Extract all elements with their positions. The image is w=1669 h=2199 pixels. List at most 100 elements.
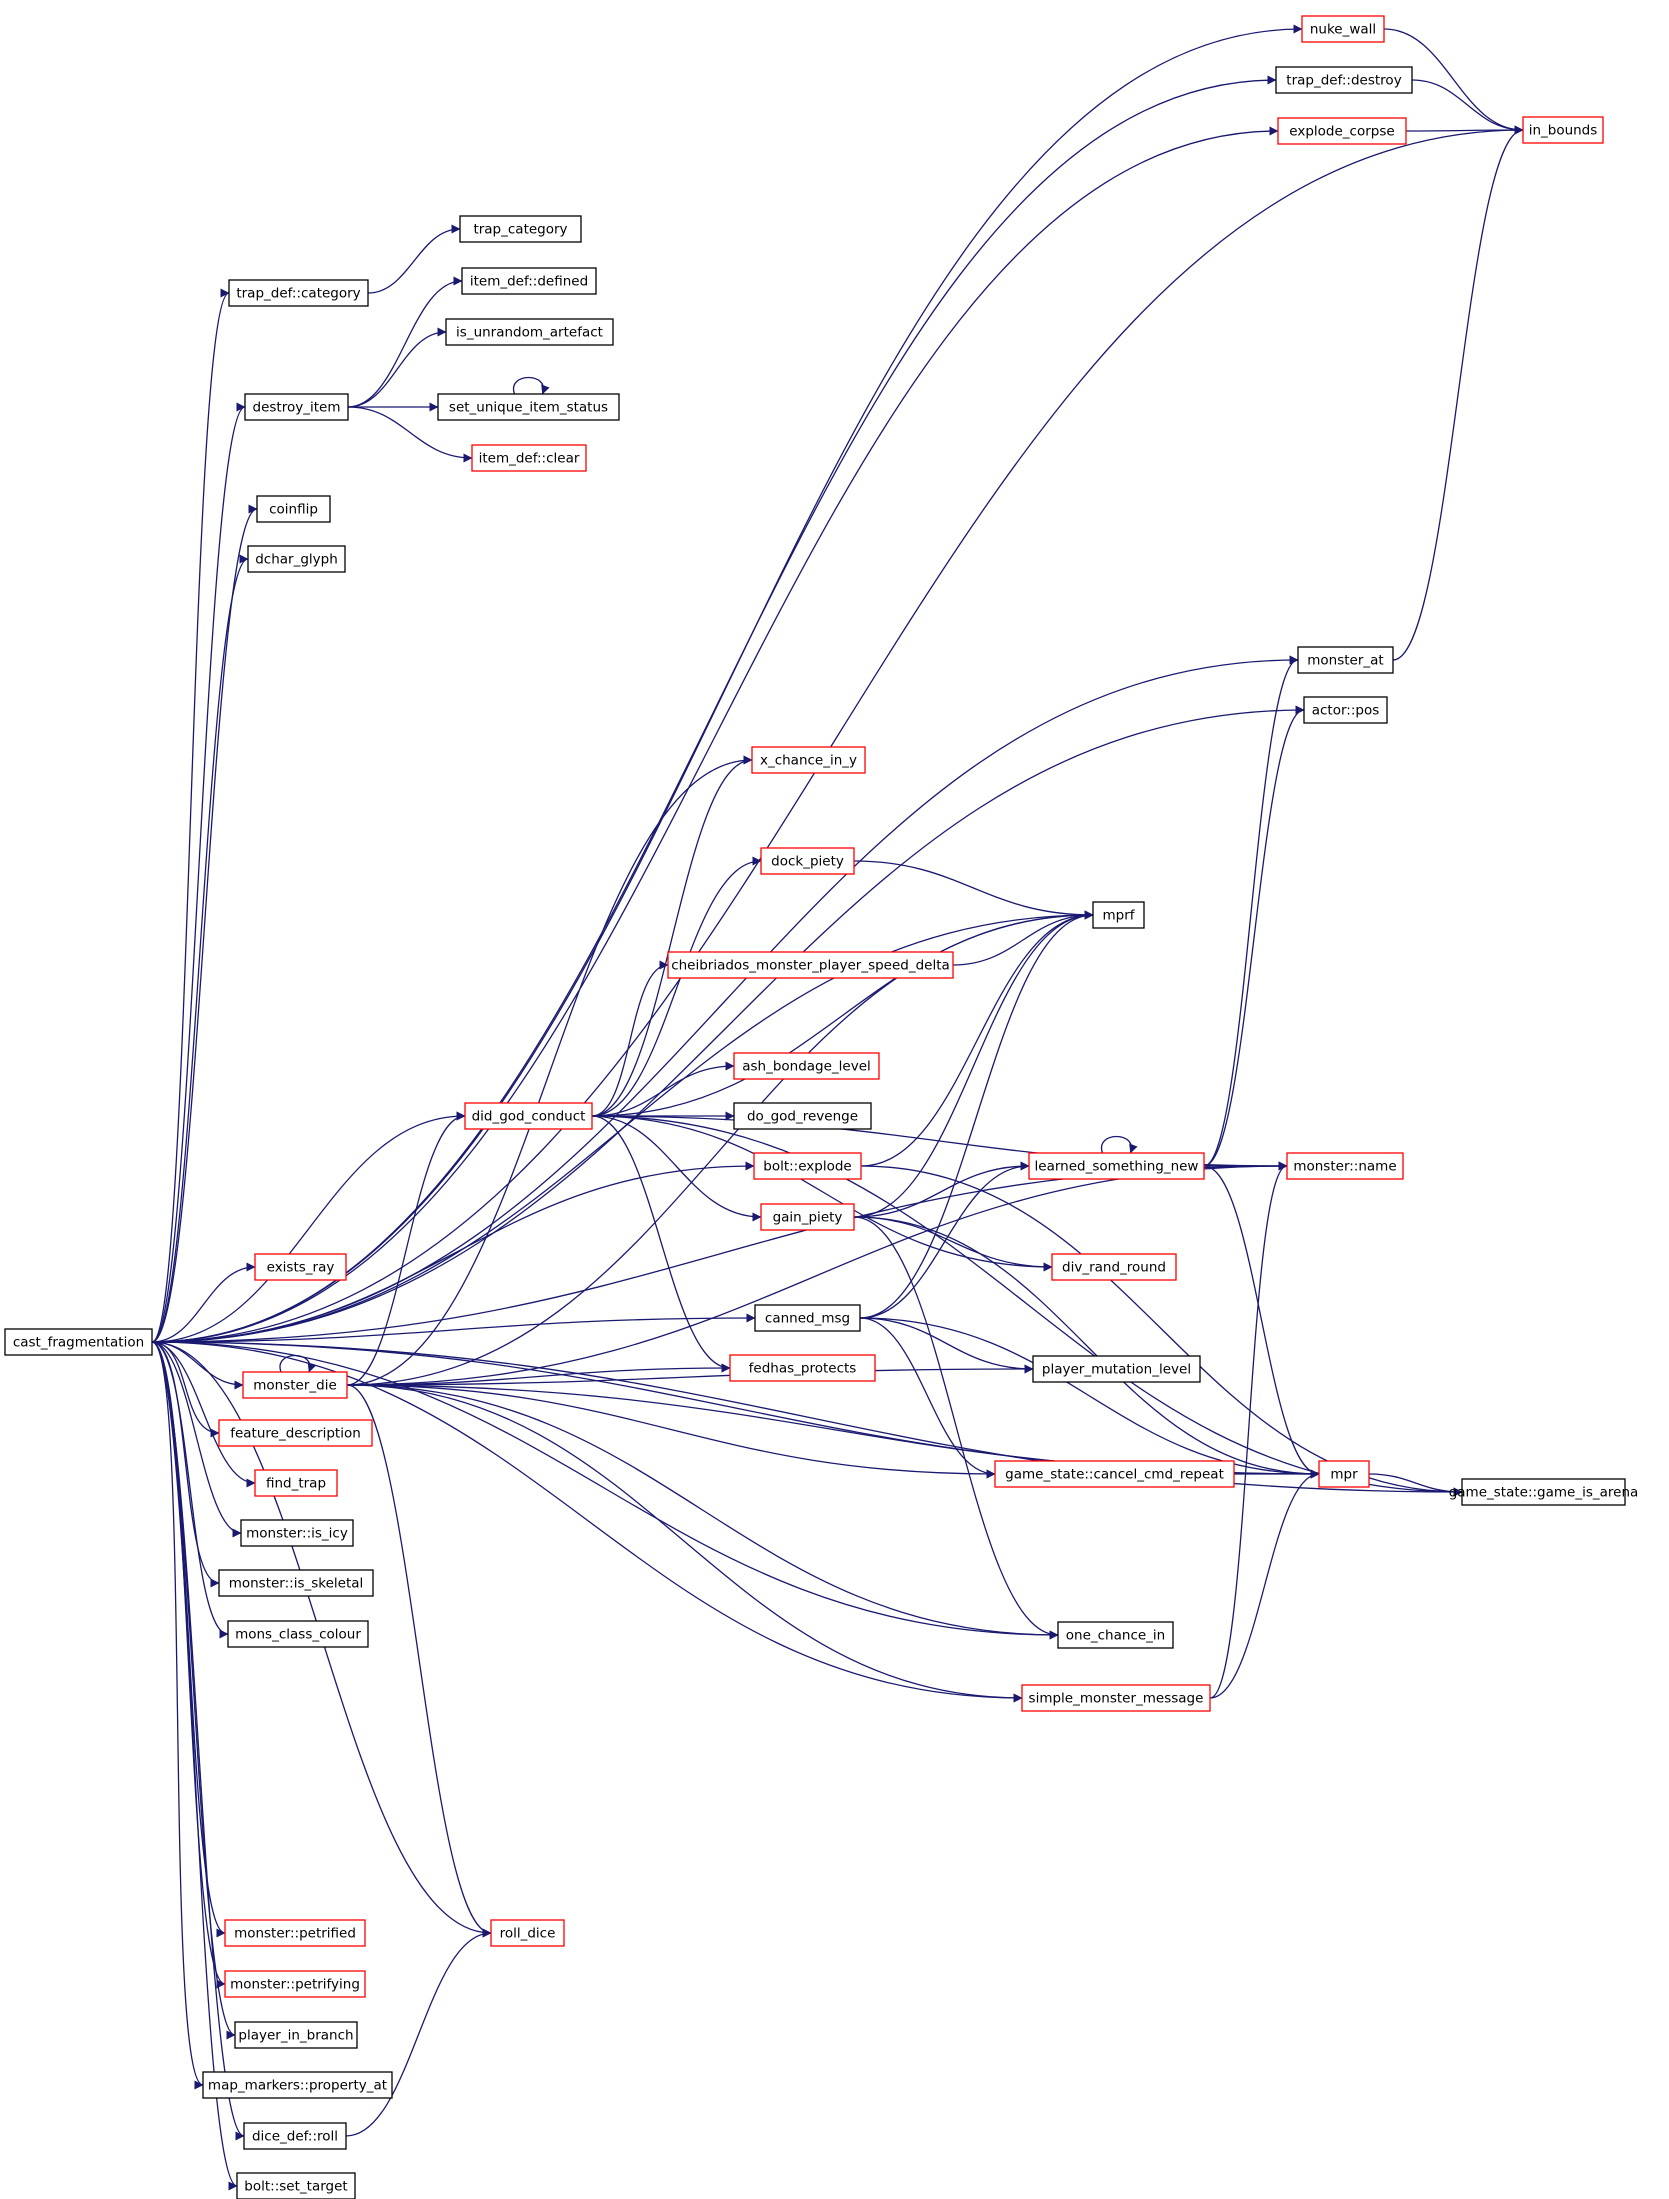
node-bolt-set-target[interactable]: bolt::set_target xyxy=(236,2172,356,2199)
node-game-is-arena[interactable]: game_state::game_is_arena xyxy=(1449,1478,1639,1506)
node-mons-class-colour[interactable]: mons_class_colour xyxy=(227,1620,369,1648)
node-box xyxy=(1318,1460,1370,1488)
node-did-god-conduct[interactable]: did_god_conduct xyxy=(464,1102,593,1130)
node-label: game_state::cancel_cmd_repeat xyxy=(1005,1467,1224,1483)
node-box xyxy=(254,1253,347,1281)
node-bolt-explode[interactable]: bolt::explode xyxy=(753,1152,862,1180)
edge-cast_fragmentation-to-monster_is_icy xyxy=(151,1341,242,1538)
node-monster-is-icy[interactable]: monster::is_icy xyxy=(240,1519,354,1547)
node-player-mutation-level[interactable]: player_mutation_level xyxy=(1032,1355,1201,1383)
node-label: game_state::game_is_arena xyxy=(1449,1485,1639,1501)
node-x-chance-in-y[interactable]: x_chance_in_y xyxy=(751,746,866,774)
edge-did_god_conduct-to-game_is_arena xyxy=(591,1115,1463,1497)
edge-learned_something_new-to-learned_something_new xyxy=(1100,1135,1138,1154)
node-label: monster::petrified xyxy=(234,1926,356,1942)
node-label: monster_die xyxy=(253,1378,337,1394)
node-gain-piety[interactable]: gain_piety xyxy=(760,1203,855,1231)
node-box xyxy=(437,393,620,421)
node-dice-def-roll[interactable]: dice_def::roll xyxy=(243,2122,347,2150)
node-mpr[interactable]: mpr xyxy=(1318,1460,1370,1488)
edge-monster_at-to-in_bounds xyxy=(1392,125,1524,661)
node-exists-ray[interactable]: exists_ray xyxy=(254,1253,347,1281)
node-label: exists_ray xyxy=(267,1260,335,1276)
node-trap-destroy[interactable]: trap_def::destroy xyxy=(1275,66,1413,94)
node-monster-at[interactable]: monster_at xyxy=(1297,646,1394,674)
node-box xyxy=(224,1919,366,1947)
node-box xyxy=(234,2021,358,2049)
node-box xyxy=(256,495,331,523)
node-item-def-clear[interactable]: item_def::clear xyxy=(471,444,587,472)
node-label: destroy_item xyxy=(253,400,341,416)
node-dchar-glyph[interactable]: dchar_glyph xyxy=(247,545,346,573)
node-nuke-wall[interactable]: nuke_wall xyxy=(1301,15,1385,43)
node-monster-die[interactable]: monster_die xyxy=(242,1371,348,1399)
node-box xyxy=(1301,15,1385,43)
node-fedhas-protects[interactable]: fedhas_protects xyxy=(729,1354,876,1382)
node-one-chance-in[interactable]: one_chance_in xyxy=(1057,1621,1174,1649)
node-label: item_def::defined xyxy=(470,274,588,290)
node-box xyxy=(1275,66,1413,94)
node-mprf[interactable]: mprf xyxy=(1092,901,1145,929)
node-label: x_chance_in_y xyxy=(760,753,857,769)
edge-trap_destroy-to-in_bounds xyxy=(1411,79,1524,135)
node-label: player_mutation_level xyxy=(1042,1362,1191,1378)
node-in-bounds[interactable]: in_bounds xyxy=(1522,116,1604,144)
node-explode-corpse[interactable]: explode_corpse xyxy=(1277,117,1407,145)
edge-did_god_conduct-to-fedhas_protects xyxy=(591,1115,731,1373)
node-label: one_chance_in xyxy=(1066,1628,1165,1644)
edge-cast_fragmentation-to-find_trap xyxy=(151,1341,256,1488)
edge-monster_die-to-roll_dice xyxy=(346,1384,492,1938)
node-label: dock_piety xyxy=(771,854,844,870)
node-player-in-branch[interactable]: player_in_branch xyxy=(234,2021,358,2049)
node-box xyxy=(247,545,346,573)
node-cast-fragmentation[interactable]: cast_fragmentation xyxy=(4,1328,153,1356)
node-label: player_in_branch xyxy=(238,2028,353,2044)
node-div-rand-round[interactable]: div_rand_round xyxy=(1051,1253,1177,1281)
node-cancel-cmd-repeat[interactable]: game_state::cancel_cmd_repeat xyxy=(994,1460,1235,1488)
node-monster-petrifying[interactable]: monster::petrifying xyxy=(224,1970,366,1998)
node-monster-name[interactable]: monster::name xyxy=(1286,1152,1404,1180)
node-label: learned_something_new xyxy=(1035,1159,1199,1175)
node-property-at[interactable]: map_markers::property_at xyxy=(202,2071,393,2099)
node-box xyxy=(445,318,614,346)
edge-canned_msg-to-learned_something_new xyxy=(859,1161,1030,1319)
node-label: simple_monster_message xyxy=(1029,1691,1204,1707)
node-destroy-item[interactable]: destroy_item xyxy=(244,393,349,421)
node-trap-category[interactable]: trap_category xyxy=(459,215,582,243)
edge-learned_something_new-to-monster_at xyxy=(1203,655,1299,1167)
node-label: trap_category xyxy=(473,222,567,238)
node-box xyxy=(228,279,369,307)
node-is-unrandom-artefact[interactable]: is_unrandom_artefact xyxy=(445,318,614,346)
node-feature-description[interactable]: feature_description xyxy=(218,1419,373,1447)
node-actor-pos[interactable]: actor::pos xyxy=(1303,696,1388,724)
node-label: monster_at xyxy=(1307,653,1383,669)
edge-cast_fragmentation-to-bolt_explode xyxy=(151,1161,755,1343)
node-dock-piety[interactable]: dock_piety xyxy=(760,847,855,875)
node-coinflip[interactable]: coinflip xyxy=(256,495,331,523)
node-label: div_rand_round xyxy=(1062,1260,1166,1276)
node-trap-def-category[interactable]: trap_def::category xyxy=(228,279,369,307)
node-label: cast_fragmentation xyxy=(13,1335,144,1351)
node-cheibriados[interactable]: cheibriados_monster_player_speed_delta xyxy=(667,951,954,979)
node-roll-dice[interactable]: roll_dice xyxy=(490,1919,565,1947)
edge-cast_fragmentation-to-trap_def_category xyxy=(151,288,230,1343)
node-box xyxy=(244,393,349,421)
edge-canned_msg-to-cancel_cmd_repeat xyxy=(859,1317,996,1479)
edge-did_god_conduct-to-ash_bondage_level xyxy=(591,1061,735,1117)
node-item-def-defined[interactable]: item_def::defined xyxy=(461,267,597,295)
node-canned-msg[interactable]: canned_msg xyxy=(754,1304,861,1332)
node-monster-is-skeletal[interactable]: monster::is_skeletal xyxy=(218,1569,374,1597)
node-box xyxy=(227,1620,369,1648)
node-label: gain_piety xyxy=(773,1210,843,1226)
node-do-god-revenge[interactable]: do_god_revenge xyxy=(733,1102,872,1130)
node-label: monster::is_skeletal xyxy=(229,1576,364,1592)
node-simple-monster-message[interactable]: simple_monster_message xyxy=(1021,1684,1211,1712)
node-set-unique-item-status[interactable]: set_unique_item_status xyxy=(437,393,620,421)
node-find-trap[interactable]: find_trap xyxy=(254,1469,338,1497)
node-box xyxy=(236,2172,356,2199)
node-ash-bondage-level[interactable]: ash_bondage_level xyxy=(733,1052,880,1080)
edge-cast_fragmentation-to-simple_monster_message xyxy=(151,1341,1023,1703)
node-learned-something-new[interactable]: learned_something_new xyxy=(1028,1152,1205,1180)
edge-cast_fragmentation-to-explode_corpse xyxy=(151,126,1279,1343)
node-monster-petrified[interactable]: monster::petrified xyxy=(224,1919,366,1947)
